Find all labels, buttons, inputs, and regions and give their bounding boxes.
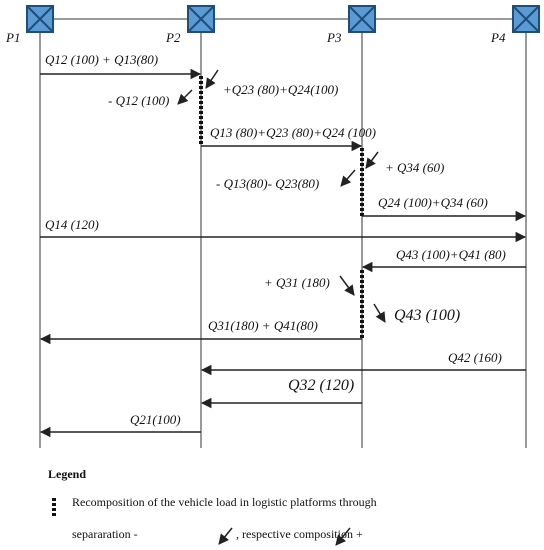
- flow-label-p4-p3: Q43 (100)+Q41 (80): [396, 247, 506, 262]
- legend-separation-arrow: [218, 527, 233, 545]
- platform-label-p2: P2: [165, 30, 181, 45]
- flow-label-p4-p2: Q42 (160): [448, 350, 502, 365]
- operation-label-p2-add: +Q23 (80)+Q24(100): [223, 82, 338, 97]
- flow-label-p2-p1: Q21(100): [130, 412, 181, 427]
- operation-label-p3-remove: - Q13(80)- Q23(80): [216, 176, 319, 191]
- legend-line-1: Recomposition of the vehicle load in log…: [72, 495, 377, 509]
- flow-label-p1-p2: Q12 (100) + Q13(80): [45, 52, 158, 67]
- platform-box-p3: [348, 5, 376, 33]
- legend-line-2a: separaration -: [72, 527, 138, 541]
- platform-box-p4: [512, 5, 540, 33]
- platform-box-p2: [187, 5, 215, 33]
- flow-label-p3-p4: Q24 (100)+Q34 (60): [378, 195, 488, 210]
- platform-label-p4: P4: [490, 30, 506, 45]
- separation-arrow-p3: [340, 169, 356, 187]
- separation-arrow-p3-lower: [373, 303, 386, 323]
- legend-composition-arrow: [335, 527, 351, 546]
- flow-label-p2-p3: Q13 (80)+Q23 (80)+Q24 (100): [210, 125, 376, 140]
- legend-title: Legend: [48, 467, 86, 481]
- separation-arrow-p2: [177, 89, 193, 105]
- platform-box-p1: [26, 5, 54, 33]
- legend-line-2b: , respective composition +: [236, 527, 363, 541]
- operation-label-p3-add-lower: + Q31 (180): [264, 275, 330, 290]
- composition-arrow-p3-lower: [339, 275, 355, 296]
- composition-arrow-p2: [205, 69, 219, 89]
- platform-label-p1: P1: [5, 30, 20, 45]
- flow-label-p1-p4: Q14 (120): [45, 217, 99, 232]
- operation-label-p2-remove: - Q12 (100): [108, 93, 169, 108]
- flow-label-p3-p1: Q31(180) + Q41(80): [208, 318, 318, 333]
- operation-label-p3-out-lower: Q43 (100): [394, 307, 460, 324]
- platform-label-p3: P3: [326, 30, 342, 45]
- composition-arrow-p3: [365, 151, 379, 169]
- operation-label-p3-add: + Q34 (60): [385, 160, 444, 175]
- flow-label-p3-p2: Q32 (120): [288, 377, 354, 394]
